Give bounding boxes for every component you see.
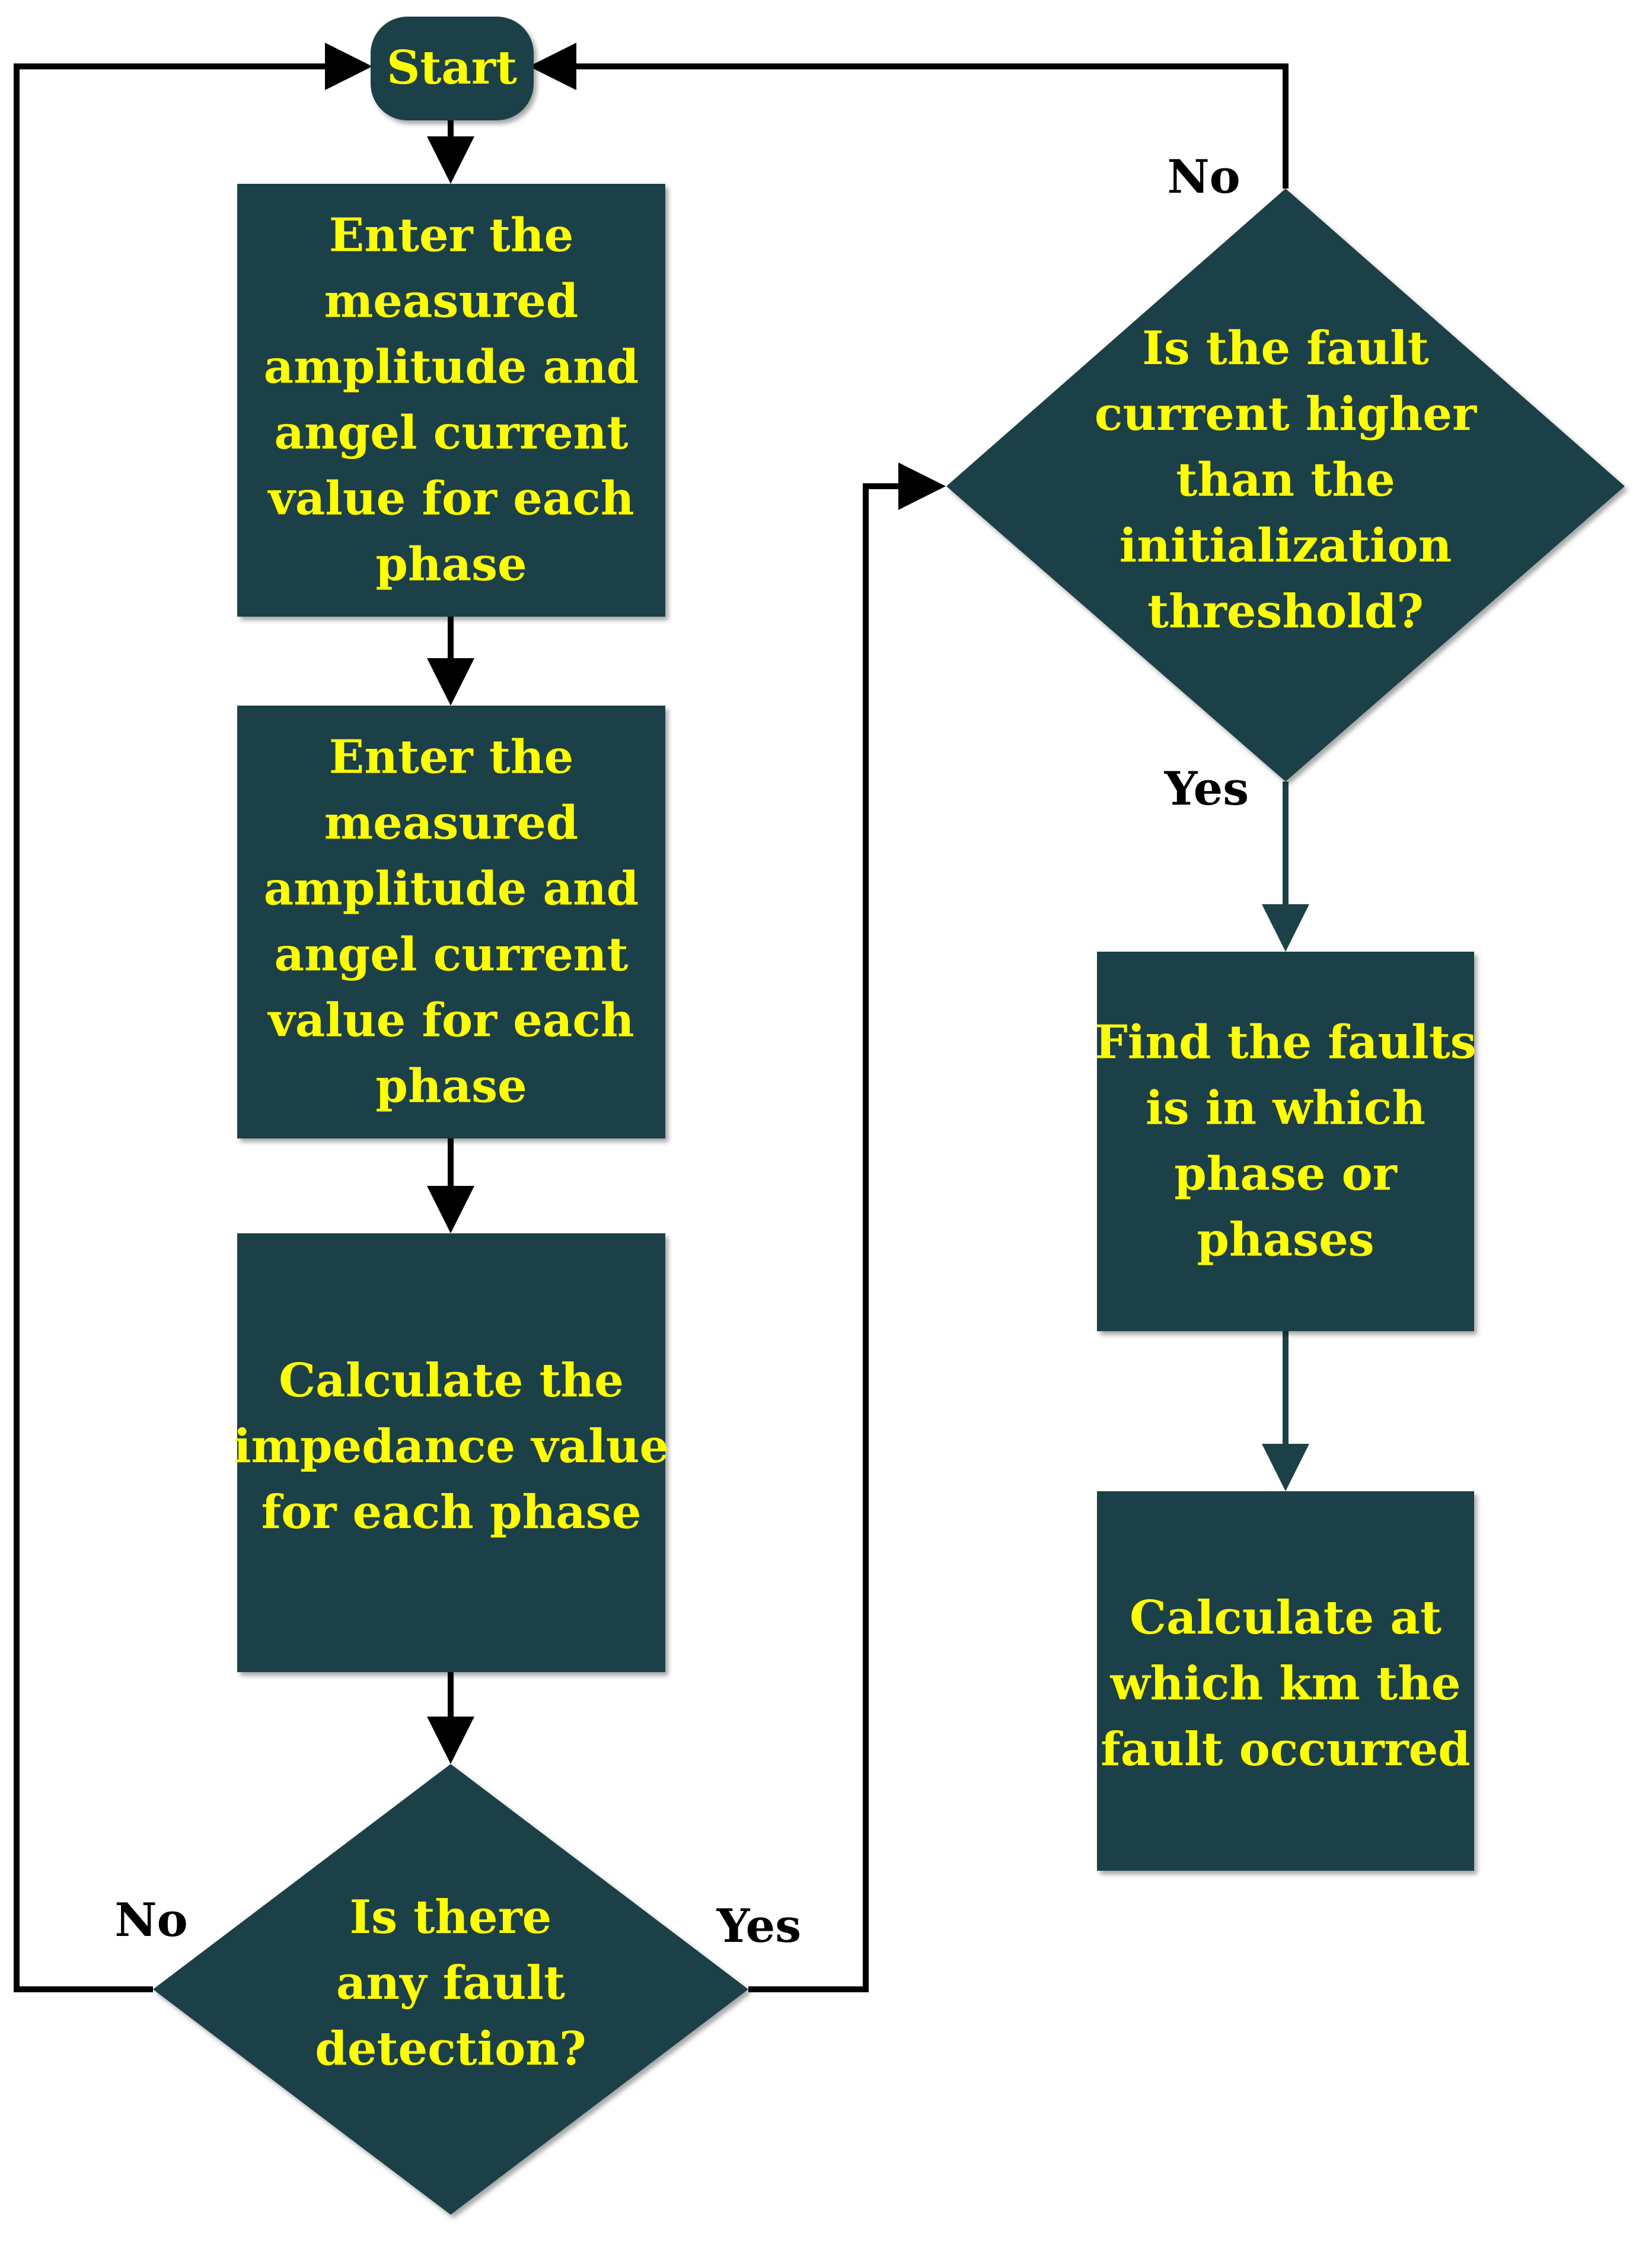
step5-line-1: Calculate at: [1130, 1591, 1441, 1645]
step1-line-1: Enter the: [329, 209, 573, 263]
decision1-line-3: detection?: [315, 2022, 586, 2076]
node-texts: Start Enter the measured amplitude and ange…: [234, 41, 1477, 2076]
decision1-label: Is there any fault detection?: [315, 1890, 586, 2076]
decision2-line-1: Is the fault: [1142, 321, 1429, 375]
decision1-line-1: Is there: [350, 1890, 552, 1944]
step5-label: Calculate at which km the fault occurred: [1101, 1591, 1471, 1776]
step1-line-6: phase: [375, 538, 527, 592]
arrow-decision1-yes-to-decision2: [748, 462, 946, 1992]
step3-line-3: for each phase: [261, 1485, 642, 1539]
step2-box[interactable]: [237, 706, 665, 1138]
decision2-no-label: No: [1167, 150, 1240, 204]
step2-line-3: amplitude and: [264, 862, 639, 916]
start-line-1: Start: [387, 41, 517, 95]
step4-line-4: phases: [1197, 1213, 1374, 1267]
decision2-diamond[interactable]: [946, 189, 1625, 781]
shapes: [153, 17, 1625, 2215]
step2-label: Enter the measured amplitude and angel curr…: [264, 731, 639, 1114]
step1-label: Enter the measured amplitude and angel curr…: [264, 209, 639, 592]
step3-line-1: Calculate the: [279, 1354, 624, 1408]
step2-line-1: Enter the: [329, 731, 573, 784]
step5-line-2: which km the: [1110, 1657, 1461, 1711]
step3-line-2: impedance value: [234, 1420, 669, 1473]
connectors: [14, 43, 1309, 1992]
decision2-yes-label: Yes: [1164, 762, 1249, 816]
arrow-decision1-no-loop: [14, 43, 372, 1992]
step2-line-2: measured: [324, 796, 579, 850]
step4-line-1: Find the faults: [1095, 1016, 1476, 1070]
decision2-line-5: threshold?: [1147, 585, 1424, 639]
step5-box[interactable]: [1097, 1491, 1474, 1871]
step1-line-3: amplitude and: [264, 340, 639, 394]
step3-box[interactable]: [237, 1233, 665, 1672]
decision1-diamond[interactable]: [153, 1764, 748, 2215]
step1-line-5: value for each: [267, 472, 634, 526]
step4-label: Find the faults is in which phase or phases: [1095, 1016, 1476, 1267]
step3-label: Calculate the impedance value for each pha…: [234, 1354, 669, 1539]
step4-line-2: is in which: [1146, 1082, 1425, 1135]
step5-line-3: fault occurred: [1101, 1723, 1471, 1776]
step1-box[interactable]: [237, 184, 665, 617]
decision2-line-3: than the: [1176, 453, 1395, 507]
step1-line-4: angel current: [275, 406, 629, 460]
decision2-label: Is the fault current higher than the initia…: [1095, 321, 1477, 639]
step2-line-5: value for each: [267, 994, 634, 1048]
start-label: Start: [387, 41, 517, 95]
decision1-line-2: any fault: [336, 1956, 565, 2010]
decision1-yes-label: Yes: [716, 1899, 801, 1953]
decision2-line-4: initialization: [1120, 519, 1452, 573]
decision2-line-2: current higher: [1095, 387, 1477, 441]
step2-line-4: angel current: [275, 928, 629, 982]
step2-line-6: phase: [375, 1060, 527, 1114]
arrow-decision2-no-loop: [529, 43, 1289, 189]
step4-line-3: phase or: [1174, 1147, 1398, 1201]
start-terminal[interactable]: [371, 17, 534, 120]
step1-line-2: measured: [324, 275, 579, 328]
decision1-no-label: No: [114, 1893, 187, 1947]
edge-labels: No Yes No Yes: [114, 150, 1249, 1953]
step4-box[interactable]: [1097, 952, 1474, 1331]
